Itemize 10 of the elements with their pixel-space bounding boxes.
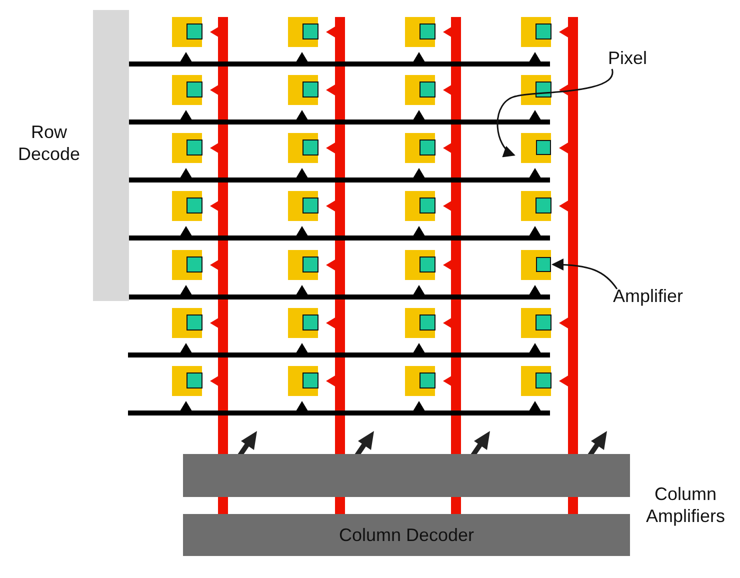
callout-label: Pixel	[608, 47, 648, 69]
pixel-cell	[521, 133, 551, 163]
amplifier-square	[536, 257, 551, 272]
leader-line	[496, 68, 613, 156]
callout-label: Amplifier	[613, 285, 684, 307]
decoder-bar	[183, 514, 630, 556]
bar-label: Row Decode	[16, 121, 82, 165]
leader-line	[552, 258, 618, 290]
bar-label: Column Decoder	[338, 524, 474, 546]
bar-label: Column Amplifiers	[644, 483, 726, 527]
